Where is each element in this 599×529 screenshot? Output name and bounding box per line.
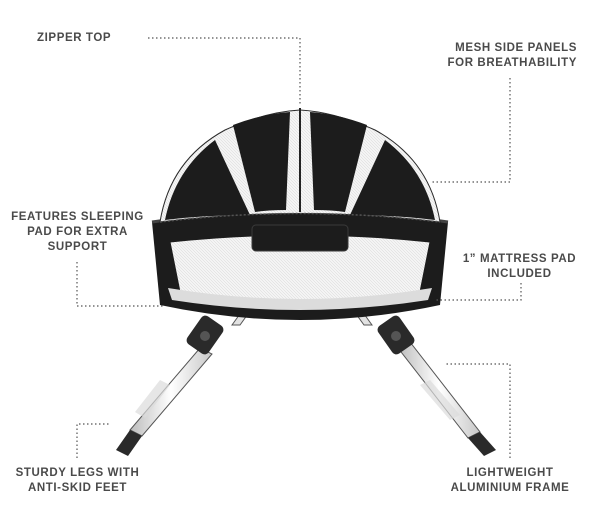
frame-label: LIGHTWEIGHT ALUMINIUM FRAME	[450, 467, 570, 494]
front-leg-left	[116, 315, 224, 456]
zipper-top-leader	[148, 37, 301, 104]
sleeping-pad-label: FEATURES SLEEPING PAD FOR EXTRA SUPPORT	[11, 211, 144, 253]
leader-lines	[76, 37, 522, 458]
zipper-top-label: ZIPPER TOP	[37, 32, 112, 44]
sturdy-legs-leader	[76, 423, 110, 458]
mesh-panels-label: MESH SIDE PANELS FOR BREATHABILITY	[447, 42, 577, 69]
zipper-canopy	[159, 108, 441, 223]
mesh-panels-leader	[432, 78, 511, 183]
front-leg-right	[377, 315, 496, 456]
mattress-pad-label: 1” MATTRESS PAD INCLUDED	[462, 253, 577, 280]
sturdy-legs-label: STURDY LEGS WITH ANTI-SKID FEET	[15, 467, 140, 494]
mattress-pad	[168, 288, 432, 310]
bassinet-basket	[151, 209, 449, 320]
mattress-pad-leader	[436, 283, 522, 301]
sleeping-pad-leader	[76, 262, 164, 307]
